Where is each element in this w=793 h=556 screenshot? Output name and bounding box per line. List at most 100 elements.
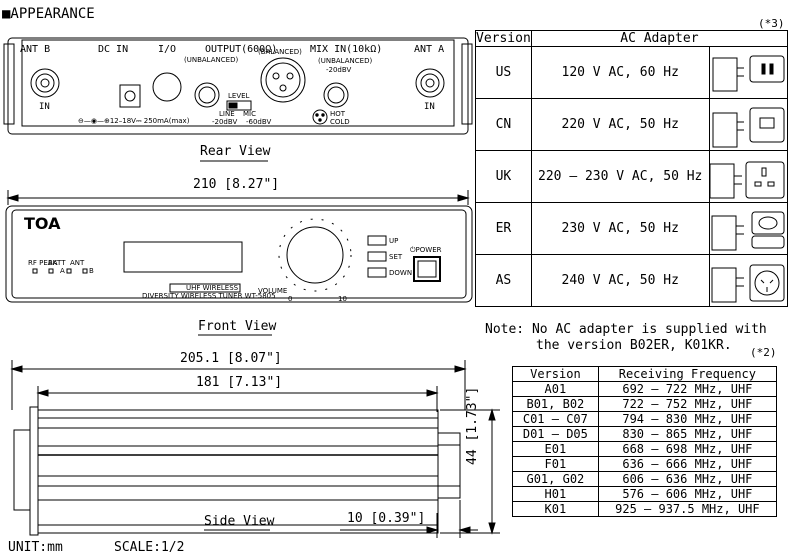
set-label: SET xyxy=(389,253,403,261)
side-height-dimension-line xyxy=(440,408,500,535)
power-label: ⏻POWER xyxy=(410,246,442,254)
rear-width-dimension: 210 [8.27"] xyxy=(193,177,280,192)
side-height-dimension: 44 [1.73"] xyxy=(465,386,480,465)
volume-label: VOLUME xyxy=(258,287,288,295)
side-body-width-dimension: 181 [7.13"] xyxy=(196,375,283,390)
er-plug-cell xyxy=(708,202,789,255)
dc-in-label: DC IN xyxy=(98,44,129,55)
volume-max-label: 10 xyxy=(338,295,347,303)
ac-version-cell: CN xyxy=(475,98,532,151)
freq-value-cell: 606 – 636 MHz, UHF xyxy=(597,471,778,487)
in-right-label: IN xyxy=(424,102,435,112)
volume-min-label: 0 xyxy=(288,295,293,303)
freq-version-cell: F01 xyxy=(512,456,599,472)
freq-version-cell: K01 xyxy=(512,501,599,517)
mix-unbalanced-label: (UNBALANCED) xyxy=(318,57,373,65)
freq-value-cell: 692 – 722 MHz, UHF xyxy=(597,381,778,397)
ant-a-indicator-label: A xyxy=(60,267,65,275)
scale-label: SCALE:1/2 xyxy=(114,540,185,555)
front-view-drawing xyxy=(5,205,473,303)
section-heading: ■APPEARANCE xyxy=(2,6,95,22)
ac-version-cell: UK xyxy=(475,150,532,203)
ac-version-cell: US xyxy=(475,46,532,99)
mic-level-label: -60dBV xyxy=(246,118,272,126)
freq-version-cell: C01 – C07 xyxy=(512,411,599,427)
freq-version-cell: D01 – D05 xyxy=(512,426,599,442)
table-row: AS 240 V AC, 50 Hz xyxy=(475,254,789,307)
unbalanced-output-jack-icon xyxy=(194,82,220,108)
freq-version-cell: E01 xyxy=(512,441,599,457)
power-io-switch-icon xyxy=(152,72,182,102)
mix-level-label: -20dBV xyxy=(326,66,352,74)
ant-a-label: ANT A xyxy=(414,44,445,55)
footnote-3: (*3) xyxy=(758,17,785,30)
volume-knob-icon xyxy=(278,218,352,292)
uk-plug-cell xyxy=(708,150,789,203)
side-total-width-dimension-line xyxy=(10,360,467,410)
ac-spec-cell: 240 V AC, 50 Hz xyxy=(530,254,710,307)
ac-version-cell: AS xyxy=(475,254,532,307)
side-view-drawing xyxy=(13,406,461,536)
ant-b-indicator-label: B xyxy=(89,267,94,275)
model-line2: DIVERSITY WIRELESS TUNER WT-5805 xyxy=(142,292,276,300)
mix-in-label: MIX IN(10kΩ) xyxy=(310,44,383,55)
output-label: OUTPUT(600Ω) xyxy=(205,44,278,55)
xlr-output-connector-icon xyxy=(260,57,306,103)
ant-a-connector-icon xyxy=(415,68,445,98)
display-window xyxy=(123,241,243,273)
indicator-leds xyxy=(32,268,88,274)
table-row: US 120 V AC, 60 Hz xyxy=(475,46,789,99)
as-plug-cell xyxy=(708,254,789,307)
batt-label: BATT xyxy=(48,259,66,267)
toa-logo: TOA xyxy=(24,214,61,233)
note-line-1: Note: No AC adapter is supplied with xyxy=(485,322,767,337)
power-spec-label: ⊖—◉—⊕12–18V⎓ 250mA(max) xyxy=(78,117,190,125)
mix-in-jack-icon xyxy=(323,82,349,108)
up-button xyxy=(367,235,387,246)
model-label-plate xyxy=(169,283,241,293)
cold-label: COLD xyxy=(330,118,350,126)
front-view-caption: Front View xyxy=(198,319,277,334)
balanced-label: (BALANCED) xyxy=(258,48,302,56)
ant-label: ANT xyxy=(70,259,85,267)
freq-value-cell: 668 – 698 MHz, UHF xyxy=(597,441,778,457)
ac-version-cell: ER xyxy=(475,202,532,255)
ac-spec-cell: 220 – 230 V AC, 50 Hz xyxy=(530,150,710,203)
ac-header-adapter: AC Adapter xyxy=(530,30,789,47)
model-line1: UHF WIRELESS xyxy=(186,284,239,292)
down-button xyxy=(367,267,387,278)
ant-b-connector-icon xyxy=(30,68,60,98)
hot-label: HOT xyxy=(330,110,346,118)
io-label: I/O xyxy=(158,44,177,55)
freq-header-frequency: Receiving Frequency xyxy=(597,366,778,382)
side-total-width-dimension: 205.1 [8.07"] xyxy=(180,351,282,366)
note-line-2: the version B02ER, K01KR. xyxy=(536,338,732,353)
in-left-label: IN xyxy=(39,102,50,112)
rear-view-drawing xyxy=(3,37,473,135)
knob-depth-dimension-line xyxy=(340,500,478,538)
freq-value-cell: 576 – 606 MHz, UHF xyxy=(597,486,778,502)
ac-adapter-table: Version AC Adapter US 120 V AC, 60 Hz CN… xyxy=(475,30,789,307)
freq-value-cell: 794 – 830 MHz, UHF xyxy=(597,411,778,427)
unit-label: UNIT:mm xyxy=(8,540,63,555)
side-view-caption: Side View xyxy=(204,514,275,529)
mic-label: MIC xyxy=(243,110,256,118)
rf-peak-label: RF PEAK xyxy=(28,259,58,267)
rear-view-caption: Rear View xyxy=(200,144,271,159)
line-level-label: -20dBV xyxy=(212,118,238,126)
level-label: LEVEL xyxy=(228,92,250,100)
freq-value-cell: 722 – 752 MHz, UHF xyxy=(597,396,778,412)
freq-value-cell: 925 – 937.5 MHz, UHF xyxy=(597,501,778,517)
freq-version-cell: B01, B02 xyxy=(512,396,599,412)
ant-b-label: ANT B xyxy=(20,44,51,55)
freq-version-cell: A01 xyxy=(512,381,599,397)
cn-plug-cell xyxy=(708,98,789,151)
